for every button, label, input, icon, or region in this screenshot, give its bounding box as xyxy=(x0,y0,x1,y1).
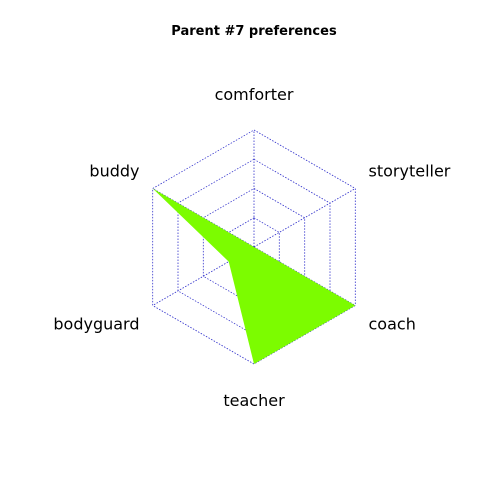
grid-spoke-storyteller xyxy=(253,188,356,248)
axis-label-comforter: comforter xyxy=(215,85,294,104)
axis-label-buddy: buddy xyxy=(89,162,139,181)
axis-label-coach: coach xyxy=(369,315,416,334)
series-polygon-0 xyxy=(152,188,356,364)
chart-title: Parent #7 preferences xyxy=(171,24,337,39)
axis-labels: comforter storyteller coach teacher bodyguar… xyxy=(53,85,450,410)
axis-label-bodyguard: bodyguard xyxy=(53,315,139,334)
axis-label-teacher: teacher xyxy=(223,391,285,410)
radar-series xyxy=(152,188,356,364)
axis-label-storyteller: storyteller xyxy=(369,162,451,181)
